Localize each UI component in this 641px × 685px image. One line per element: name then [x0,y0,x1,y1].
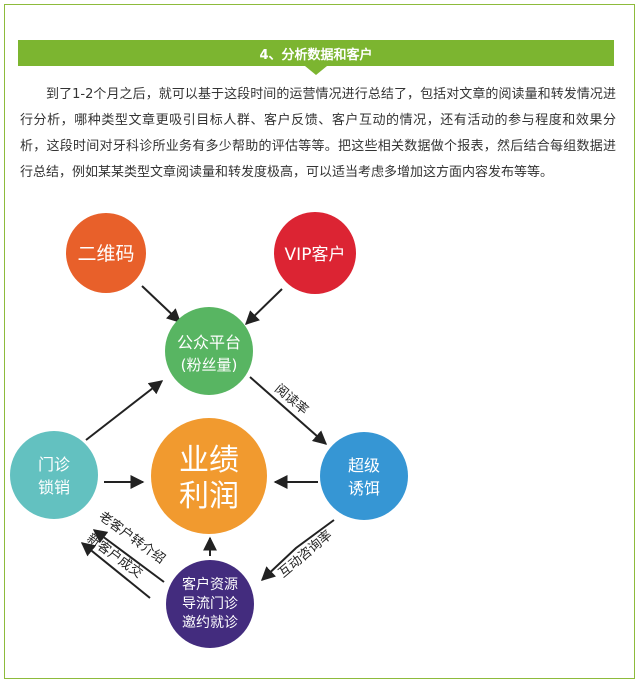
section-title: 4、分析数据和客户 [259,47,373,63]
svg-text:利润: 利润 [179,479,239,514]
arrow-customer-to-clinic-2 [80,542,151,599]
svg-text:客户资源: 客户资源 [182,576,238,593]
node-clinic: 门诊 锁销 [10,431,98,519]
node-vip: VIP客户 [274,212,356,294]
node-lure: 超级 诱饵 [320,432,408,520]
arrow-lure-to-customer [260,519,335,581]
edge-label-consult-rate: 互动咨询率 [275,527,335,581]
svg-text:(粉丝量): (粉丝量) [181,356,238,374]
svg-text:邀约就诊: 邀约就诊 [182,615,238,631]
svg-text:门诊: 门诊 [38,455,70,474]
svg-text:二维码: 二维码 [77,243,134,265]
arrow-platform-to-lure [249,376,328,445]
section-header: 4、分析数据和客户 [18,40,614,75]
arrow-customer-to-clinic [92,529,165,583]
svg-text:诱饵: 诱饵 [348,479,380,498]
arrow-qrcode-to-platform [141,285,182,323]
flow-diagram: 二维码 VIP客户 公众平台 (粉丝量) 门诊 锁销 业绩 利润 超级 诱饵 客… [10,212,408,648]
node-platform: 公众平台 (粉丝量) [165,307,253,395]
svg-text:锁销: 锁销 [38,478,70,497]
body-paragraph: 到了1-2个月之后，就可以基于这段时间的运营情况进行总结了，包括对文章的阅读量和… [20,87,616,180]
svg-text:公众平台: 公众平台 [177,333,241,352]
arrow-vip-to-platform [244,288,283,325]
header-notch [305,66,327,75]
arrow-clinic-to-platform [85,380,164,441]
svg-text:超级: 超级 [348,456,380,475]
content-frame [4,4,635,679]
svg-text:业绩: 业绩 [179,443,239,478]
svg-text:导流门诊: 导流门诊 [182,596,238,612]
node-qrcode: 二维码 [66,213,146,293]
node-customer: 客户资源 导流门诊 邀约就诊 [166,560,254,648]
node-center: 业绩 利润 [151,418,267,534]
svg-text:VIP客户: VIP客户 [285,245,346,265]
